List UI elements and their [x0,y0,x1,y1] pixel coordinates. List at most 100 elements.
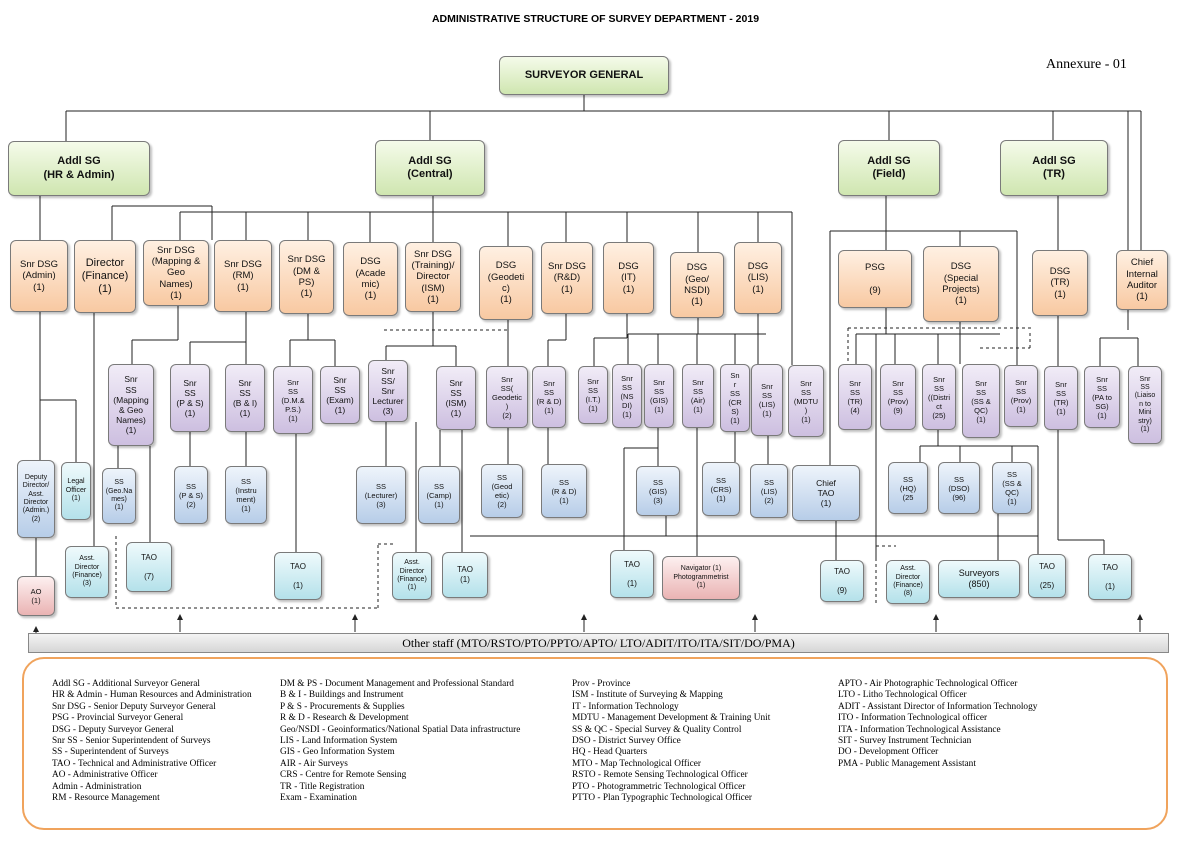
chief-internal-auditor-box: Chief Internal Auditor (1) [1116,250,1168,310]
legend-entry: MTO - Map Technological Officer [572,758,701,769]
ss-ss-qc-box: SS (SS & QC) (1) [992,462,1032,514]
ss-lecturer-box: SS (Lecturer) (3) [356,466,406,524]
addl-sg-field-box: Addl SG (Field) [838,140,940,196]
legend-entry: PMA - Public Management Assistant [838,758,976,769]
legend-entry: SIT - Survey Instrument Technician [838,736,972,747]
navigator-box: Navigator (1) Photogrammetrist (1) [662,556,740,600]
snr-ss-exam-box: Snr SS (Exam) (1) [320,366,360,424]
ss-geo-names-box: SS (Geo.Na mes) (1) [102,468,136,524]
dsg-geodetic-box: DSG (Geodeti c) (1) [479,246,533,320]
tao-ism-box: TAO (1) [442,552,488,598]
snr-ss-tr1-box: Snr SS (TR) (1) [1044,366,1078,430]
ss-hq-box: SS (HQ) (25 [888,462,928,514]
dsg-tr-box: DSG (TR) (1) [1032,250,1088,316]
legend-entry: ISM - Institute of Surveying & Mapping [572,690,723,701]
snr-ss-ism-box: Snr SS (ISM) (1) [436,366,476,430]
snr-ss-lis-box: Snr SS (LIS) (1) [751,364,783,436]
snr-ss-pa-to-sg-box: Snr SS (PA to SG) (1) [1084,366,1120,428]
dsg-geo-nsdi-box: DSG (Geo/ NSDI) (1) [670,252,724,318]
ao-box: AO (1) [17,576,55,616]
legend-entry: DSO - District Survey Office [572,736,681,747]
addl-sg-central-box: Addl SG (Central) [375,140,485,196]
snr-ss-lecturer-box: Snr SS/ Snr Lecturer (3) [368,360,408,422]
legal-officer-box: Legal Officer (1) [61,462,91,520]
surveyors-box: Surveyors (850) [938,560,1020,598]
addl-sg-tr-box: Addl SG (TR) [1000,140,1108,196]
tao-7-box: TAO (7) [126,542,172,592]
legend-entry: DSG - Deputy Surveyor General [52,724,174,735]
legend-entry: ITO - Information Technological officer [838,713,988,724]
snr-ss-rd-box: Snr SS (R & D) (1) [532,366,566,428]
ss-gis-box: SS (GIS) (3) [636,466,680,516]
legend-entry: Admin - Administration [52,781,142,792]
chief-tao-box: Chief TAO (1) [792,465,860,521]
legend-entry: Snr DSG - Senior Deputy Surveyor General [52,701,216,712]
legend-entry: PTTO - Plan Typographic Technological Of… [572,793,753,804]
dsg-it-box: DSG (IT) (1) [603,242,654,314]
legend-entry: PTO - Photogrammetric Technological Offi… [572,781,746,792]
ss-crs-box: SS (CRS) (1) [702,462,740,516]
tao-it-box: TAO (1) [610,550,654,598]
ss-ps-box: SS (P & S) (2) [174,466,208,524]
snr-ss-bi-box: Snr SS (B & I) (1) [225,364,265,432]
snr-ss-air-box: Snr SS (Air) (1) [682,364,714,428]
legend-entry: AIR - Air Surveys [280,758,348,769]
legend-entry: LIS - Land Information System [280,736,398,747]
legend-entry: CRS - Centre for Remote Sensing [280,770,407,781]
ss-camp-box: SS (Camp) (1) [418,466,460,524]
abbreviation-legend: Addl SG - Additional Surveyor General HR… [22,657,1168,830]
legend-entry: DM & PS - Document Management and Profes… [280,679,514,689]
legend-entry: PSG - Provincial Surveyor General [52,713,184,724]
snr-ss-it-box: Snr SS (I.T.) (1) [578,366,608,424]
psg-box: PSG (9) [838,250,912,308]
snr-ss-prov9-box: Snr SS (Prov) (9) [880,364,916,430]
legend-entry: HQ - Head Quarters [572,747,648,758]
legend-entry: AO - Administrative Officer [52,770,158,781]
chart-title: ADMINISTRATIVE STRUCTURE OF SURVEY DEPAR… [431,13,760,25]
legend-entry: ITA - Information Technological Assistan… [838,724,1001,735]
snr-ss-ssqc-box: Snr SS (SS & QC) (1) [962,364,1000,438]
legend-column-3: Prov - Province ISM - Institute of Surve… [572,679,770,804]
snr-ss-dmps-box: Snr SS (D.M.& P.S.) (1) [273,366,313,434]
snr-ss-gis-box: Snr SS (GIS) (1) [644,364,674,428]
legend-entry: IT - Information Technology [572,701,679,712]
tao-tr-box: TAO (1) [1088,554,1132,600]
asst-director-finance-3-box: Asst. Director (Finance) (3) [65,546,109,598]
legend-entry: APTO - Air Photographic Technological Of… [838,679,1018,689]
legend-column-4: APTO - Air Photographic Technological Of… [838,679,1037,770]
legend-entry: LTO - Litho Technological Officer [838,690,967,701]
legend-entry: Prov - Province [572,679,631,689]
ss-geodetic-box: SS (Geod etic) (2) [481,464,523,518]
legend-entry: MDTU - Management Development & Training… [572,713,771,724]
legend-entry: DO - Development Officer [838,747,939,758]
legend-entry: TAO - Technical and Administrative Offic… [52,758,217,769]
snr-ss-tr4-box: Snr SS (TR) (4) [838,364,872,430]
dsg-special-projects-box: DSG (Special Projects) (1) [923,246,999,322]
legend-entry: ADIT - Assistant Director of Information… [838,701,1038,712]
legend-column-1: Addl SG - Additional Surveyor General HR… [52,679,252,804]
snr-ss-mdtu-box: Snr SS (MDTU ) (1) [788,365,824,437]
annexure-label: Annexure - 01 [1046,57,1127,72]
legend-entry: B & I - Buildings and Instrument [280,690,404,701]
legend-entry: SS & QC - Special Survey & Quality Contr… [572,724,742,735]
deputy-director-admin-box: Deputy Director/ Asst. Director (Admin.)… [17,460,55,538]
legend-entry: Snr SS - Senior Superintendent of Survey… [52,736,211,747]
snr-dsg-mapping-box: Snr DSG (Mapping & Geo Names) (1) [143,240,209,306]
ss-rd-box: SS (R & D) (1) [541,464,587,518]
ss-lis-box: SS (LIS) (2) [750,464,788,518]
legend-entry: HR & Admin - Human Resources and Adminis… [52,690,252,701]
legend-entry: Exam - Examination [280,793,357,804]
snr-dsg-training-box: Snr DSG (Training)/ Director (ISM) (1) [405,242,461,312]
legend-column-2: DM & PS - Document Management and Profes… [280,679,520,804]
legend-entry: Addl SG - Additional Surveyor General [52,679,200,689]
legend-entry: RSTO - Remote Sensing Technological Offi… [572,770,748,781]
legend-entry: TR - Title Registration [280,781,365,792]
ss-dso-box: SS (DSO) (96) [938,462,980,514]
snr-ss-district-box: Snr SS ((Distri ct (25) [922,364,956,430]
addl-sg-hr-admin-box: Addl SG (HR & Admin) [8,141,150,196]
director-finance-box: Director (Finance) (1) [74,240,136,313]
snr-ss-liaison-box: Snr SS (Liaiso n to Mini stry) (1) [1128,366,1162,444]
snr-ss-ps-box: Snr SS (P & S) (1) [170,364,210,432]
legend-entry: SS - Superintendent of Surveys [52,747,169,758]
